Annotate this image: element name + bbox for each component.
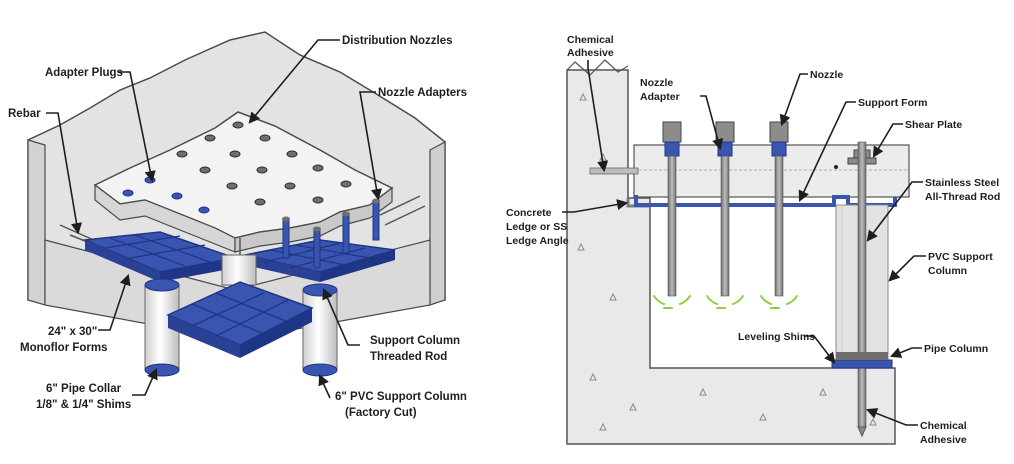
label-chem-adhesive-top-1: Chemical — [567, 34, 614, 46]
label-all-thread-2: All-Thread Rod — [925, 191, 1000, 203]
right-labels: Chemical Adhesive Nozzle Adapter Nozzle … — [506, 34, 1000, 446]
label-pipe-collar-line2: 1/8" & 1/4" Shims — [36, 399, 131, 411]
label-shear-plate: Shear Plate — [905, 119, 962, 131]
label-rebar: Rebar — [8, 108, 41, 120]
label-forms-line1: 24" x 30" — [48, 326, 97, 338]
nozzle-spray — [653, 295, 798, 309]
monoflor-form-right — [244, 198, 396, 282]
label-threaded-rod-line1: Support Column — [370, 335, 460, 347]
label-all-thread-1: Stainless Steel — [925, 177, 999, 189]
label-nozzle-adapter-1: Nozzle — [640, 77, 673, 89]
label-pvc-support-2: Column — [928, 265, 967, 277]
label-pipe-column: Pipe Column — [924, 343, 988, 355]
right-side-wall — [429, 141, 446, 306]
label-pvc-column-line1: 6" PVC Support Column — [335, 391, 467, 403]
label-support-form: Support Form — [858, 97, 927, 109]
nozzle-assemblies — [653, 121, 798, 309]
left-side-wall — [27, 139, 46, 306]
pipe-column-base — [836, 352, 888, 360]
left-labels: Distribution Nozzles Adapter Plugs Nozzl… — [8, 35, 467, 419]
label-nozzle-adapter-2: Adapter — [640, 91, 680, 103]
label-threaded-rod-line2: Threaded Rod — [370, 351, 447, 363]
label-pvc-column-line2: (Factory Cut) — [345, 407, 417, 419]
distribution-nozzles — [122, 121, 352, 214]
label-adapter-plugs: Adapter Plugs — [45, 67, 123, 79]
slab-front-edge-right — [234, 186, 393, 253]
center-pvc-column — [221, 254, 257, 286]
concrete-wall — [566, 69, 896, 445]
monoflor-form-lower — [166, 281, 314, 358]
all-thread-rod — [857, 141, 867, 428]
label-nozzle: Nozzle — [810, 69, 843, 81]
adhesive-dowel-top — [589, 167, 639, 175]
label-nozzle-adapters: Nozzle Adapters — [378, 87, 467, 99]
left-isometric-figure — [27, 31, 446, 377]
label-ledge-3: Ledge Angle — [506, 235, 569, 247]
nozzle-1 — [662, 121, 682, 297]
pvc-support-column-right — [302, 283, 338, 377]
pvc-support-column-left — [144, 278, 180, 377]
right-section-figure — [566, 59, 910, 445]
label-ledge-1: Concrete — [506, 207, 552, 219]
nozzle-2 — [715, 121, 735, 297]
monoflor-form-left — [82, 231, 238, 282]
leveling-shims — [831, 359, 893, 369]
label-chem-adhesive-top-2: Adhesive — [567, 47, 614, 59]
label-distribution-nozzles: Distribution Nozzles — [342, 35, 453, 47]
label-pvc-support-1: PVC Support — [928, 251, 993, 263]
nozzle-3 — [769, 121, 789, 297]
label-chem-adhesive-bottom-1: Chemical — [920, 420, 967, 432]
label-ledge-2: Ledge or SS — [506, 221, 567, 233]
label-pipe-collar-line1: 6" Pipe Collar — [46, 383, 122, 395]
label-forms-line2: Monoflor Forms — [20, 342, 108, 354]
label-leveling-shims: Leveling Shims — [738, 331, 815, 343]
label-chem-adhesive-bottom-2: Adhesive — [920, 434, 967, 446]
rod-tip — [857, 426, 867, 438]
